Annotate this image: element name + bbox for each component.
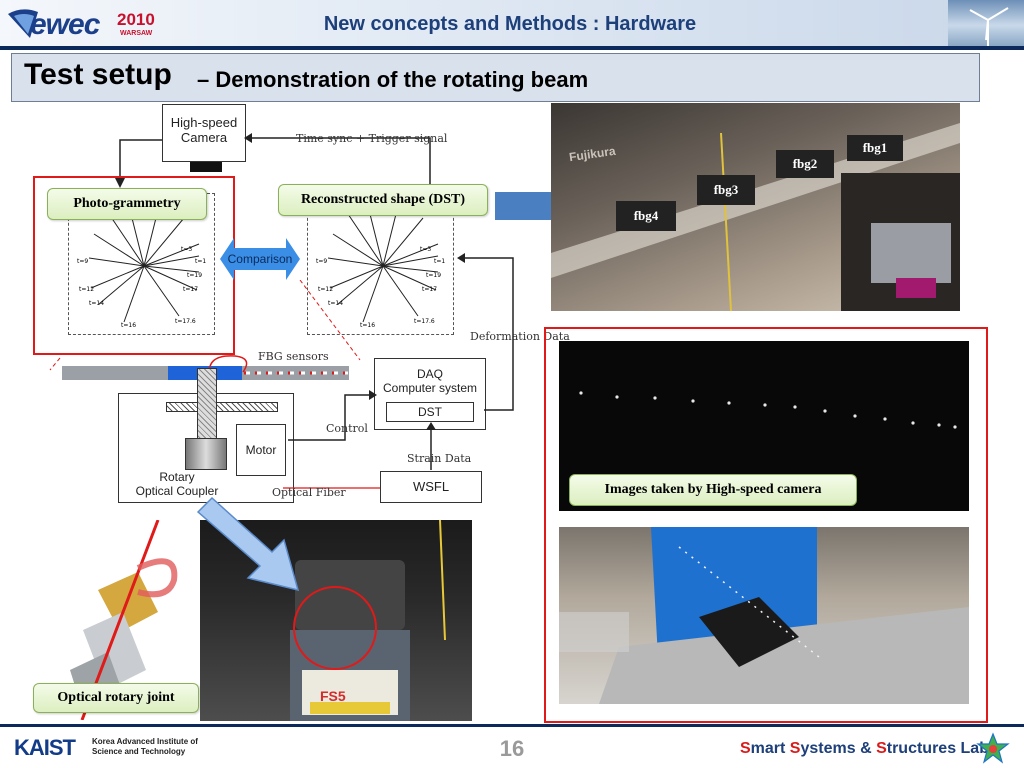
fbg4-tag: fbg4 — [616, 201, 676, 231]
kaist-name-line2: Science and Technology — [92, 747, 186, 756]
shaft — [197, 368, 217, 442]
lab-setup-photo — [559, 527, 969, 704]
logo-text: ewec — [30, 8, 100, 41]
lab-setup-svg — [559, 527, 969, 704]
lab-name: Smart Systems & Structures Lab. — [740, 740, 993, 758]
beam-photo-svg — [551, 123, 960, 311]
time-label: t=14 — [89, 300, 105, 307]
motor-box: Motor — [236, 424, 286, 476]
time-label: t=17.6 — [175, 318, 196, 325]
reconstructed-shape-label: Reconstructed shape (DST) — [278, 184, 488, 216]
fiber-loop — [208, 355, 248, 379]
photogrammetry-plot: t=3 t=1 t=19 t=17 t=9 t=12 t=14 t=16 t=1… — [68, 193, 215, 335]
time-label: t=1 — [434, 258, 446, 265]
camera-image-dots — [579, 391, 957, 429]
camera-images-highlight-box — [544, 327, 988, 723]
header-rule — [0, 46, 1024, 50]
optical-coupler — [185, 438, 227, 470]
lab-logo-icon — [976, 732, 1010, 764]
time-label: t=17 — [422, 286, 438, 293]
ewec-swoosh-icon — [8, 9, 38, 38]
time-label: t=19 — [426, 272, 442, 279]
time-label: t=19 — [187, 272, 203, 279]
reconstructed-trace-svg — [327, 205, 439, 323]
daq-label: DAQ Computer system — [382, 367, 478, 395]
camera-connection-lines — [115, 133, 431, 190]
reconstructed-plot: t=3 t=1 t=19 t=17 t=9 t=12 t=14 t=16 t=1… — [307, 193, 454, 335]
time-label: t=9 — [77, 258, 89, 265]
time-label: t=1 — [195, 258, 207, 265]
kaist-logo: KAIST — [14, 735, 76, 760]
dst-box: DST — [386, 402, 474, 422]
photogrammetry-trace-svg — [88, 205, 200, 323]
control-label: Control — [326, 422, 368, 435]
comparison-label: Comparison — [227, 252, 293, 266]
strain-data-label: Strain Data — [407, 452, 472, 465]
high-speed-camera-box: High-speed Camera — [162, 104, 246, 162]
wind-turbine-photo — [948, 0, 1024, 46]
slide-title: Test setup — [24, 58, 172, 91]
diagonal-blue-arrow-icon — [196, 496, 300, 592]
header-banner — [0, 0, 1024, 46]
time-label: t=12 — [318, 286, 334, 293]
mounting-plate — [166, 402, 278, 412]
fbg2-tag: fbg2 — [776, 150, 834, 178]
fbg-sensors-label: FBG sensors — [258, 350, 329, 363]
title-bar — [11, 53, 980, 102]
lab-word: tructures Lab. — [886, 740, 994, 757]
lab-initial: S — [876, 740, 887, 757]
rotary-coupler-label: Rotary Optical Coupler — [135, 470, 219, 498]
slide-subtitle: – Demonstration of the rotating beam — [197, 67, 589, 92]
page-number: 16 — [499, 736, 525, 761]
beam-fbg-photo: Fujikura — [551, 103, 960, 311]
time-label: t=17 — [183, 286, 199, 293]
optical-rotary-joint-label: Optical rotary joint — [33, 683, 199, 713]
footer-rule — [0, 724, 1024, 727]
fbg3-tag: fbg3 — [697, 175, 755, 205]
optical-fiber-label: Optical Fiber — [272, 486, 346, 499]
time-sync-label: Time sync + Trigger signal — [296, 132, 448, 145]
time-label: t=3 — [181, 246, 193, 253]
logo-city: WARSAW — [120, 30, 153, 37]
time-label: t=17.6 — [414, 318, 435, 325]
lab-word: mart — [750, 740, 790, 757]
fbg1-tag: fbg1 — [847, 135, 903, 161]
camera-images-label: Images taken by High-speed camera — [569, 474, 857, 506]
wind-turbine-icon — [969, 7, 1009, 46]
wsfl-box: WSFL — [380, 471, 482, 503]
logo-year: 2010 — [117, 10, 155, 29]
camera-lens — [190, 162, 222, 172]
time-label: t=16 — [360, 322, 376, 329]
comparison-arrow-icon — [220, 238, 300, 280]
motor-sticker-text: FS5 — [320, 688, 346, 704]
kaist-name-line1: Korea Advanced Institute of — [92, 737, 198, 746]
photogrammetry-label: Photo-grammetry — [47, 188, 207, 220]
kaist-name: Korea Advanced Institute of Science and … — [92, 737, 198, 757]
time-label: t=3 — [420, 246, 432, 253]
time-label: t=16 — [121, 322, 137, 329]
lab-word: ystems & — [800, 740, 877, 757]
header-title: New concepts and Methods : Hardware — [323, 13, 697, 35]
daq-connection-lines — [283, 253, 514, 489]
lab-initial: S — [789, 740, 801, 757]
ewec-logo — [4, 4, 154, 42]
time-label: t=14 — [328, 300, 344, 307]
lab-initial: S — [740, 740, 751, 757]
time-label: t=9 — [316, 258, 328, 265]
zoom-guide-lines — [49, 280, 361, 371]
time-label: t=12 — [79, 286, 95, 293]
shaft-highlight-circle — [293, 586, 377, 670]
